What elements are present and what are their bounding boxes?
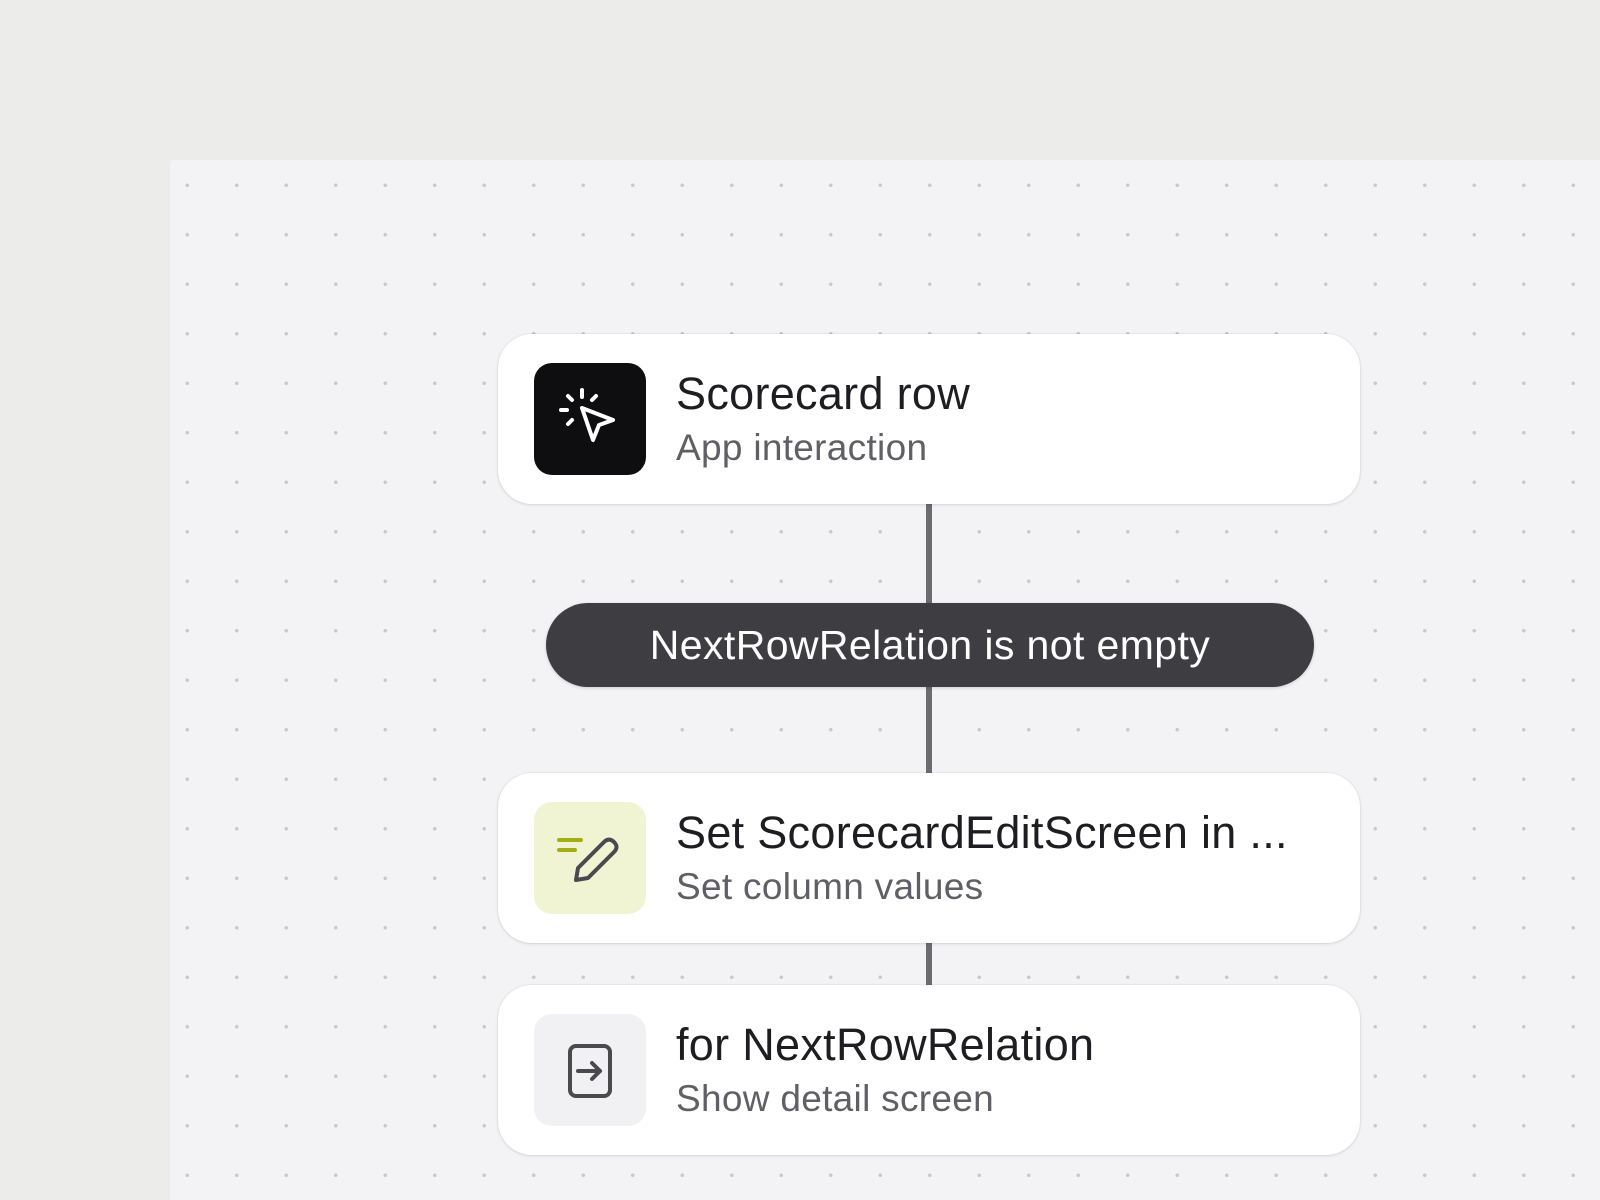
connector-line [926,504,932,604]
connector-line [926,942,932,988]
node-title: Scorecard row [676,368,971,419]
connector-line [926,686,932,774]
node-subtitle: Show detail screen [676,1078,995,1119]
node-subtitle: Set column values [676,866,984,907]
show-detail-icon [534,1014,646,1126]
trigger-node[interactable]: Scorecard row App interaction [498,334,1360,504]
cursor-click-icon [534,363,646,475]
node-subtitle: App interaction [676,427,928,468]
show-detail-screen-node[interactable]: for NextRowRelation Show detail screen [498,985,1360,1155]
node-title: Set ScorecardEditScreen in ... [676,807,1288,858]
condition-badge[interactable]: NextRowRelation is not empty [546,603,1314,687]
edit-columns-icon [534,802,646,914]
node-title: for NextRowRelation [676,1019,1095,1070]
set-column-values-node[interactable]: Set ScorecardEditScreen in ... Set colum… [498,773,1360,943]
